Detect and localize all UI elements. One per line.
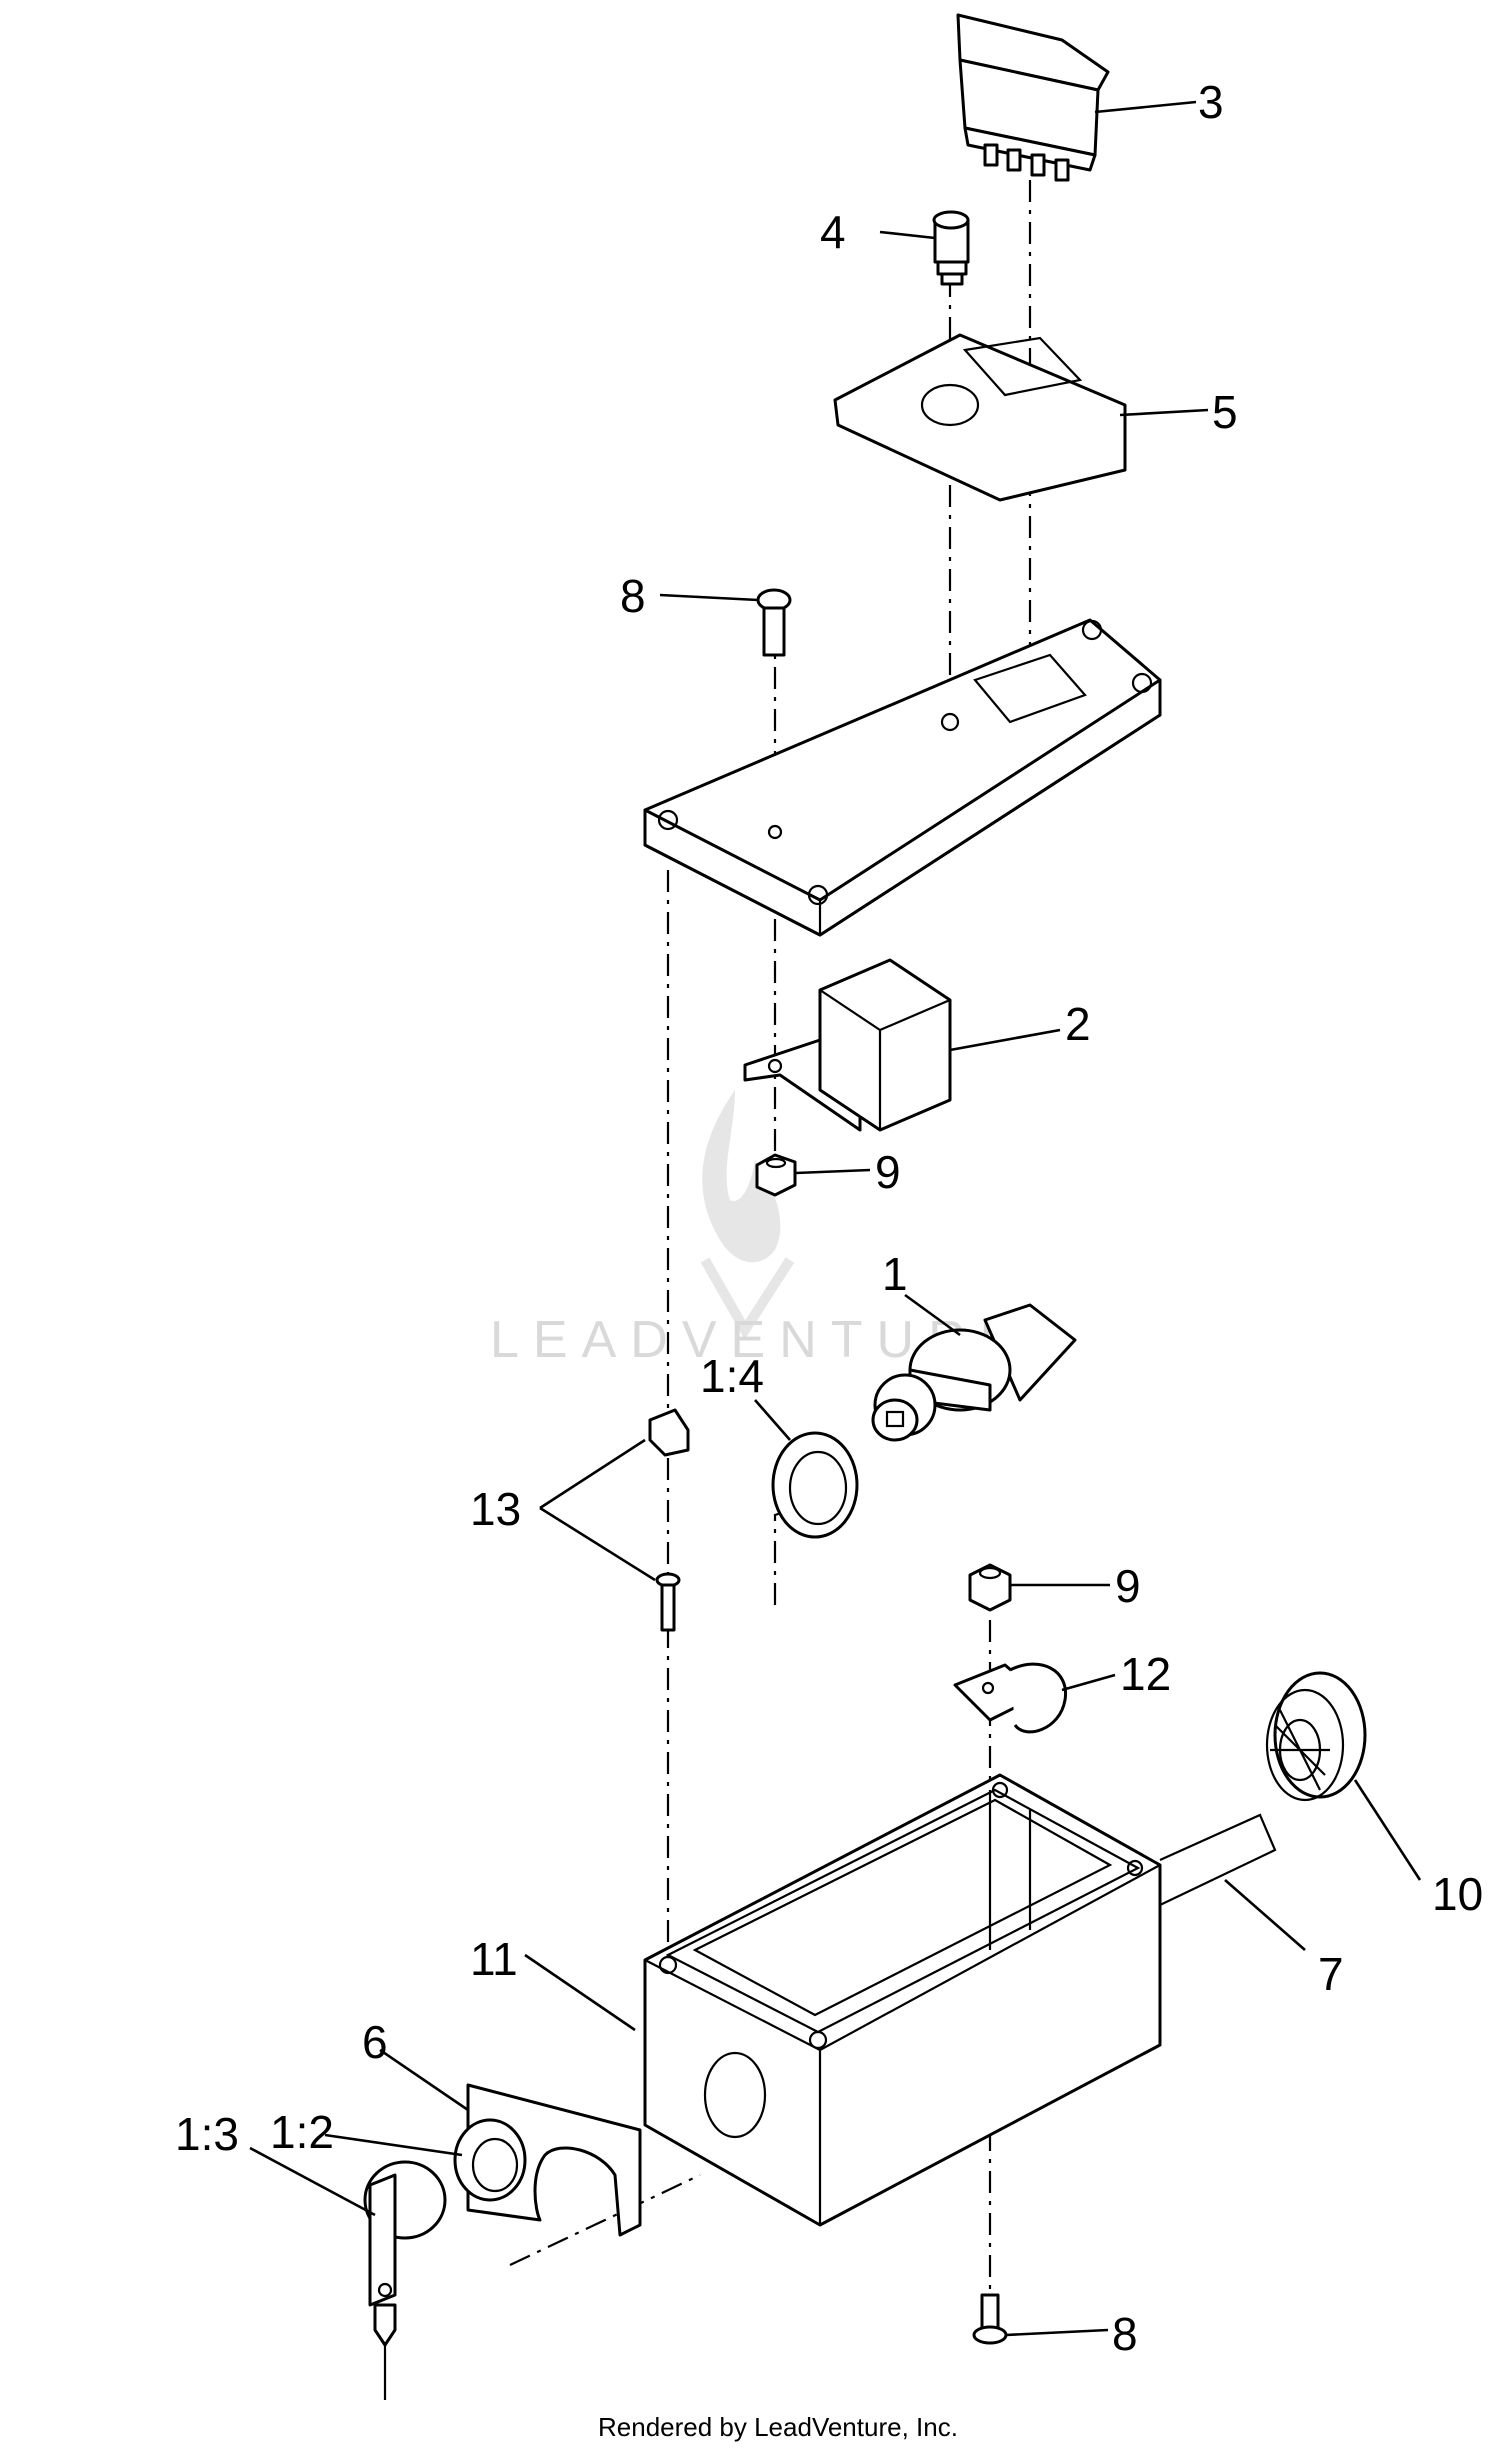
leader-7 [1224, 1879, 1306, 1951]
leader-1-3 [249, 2146, 376, 2217]
screw-top [756, 588, 792, 657]
key-cap [363, 2160, 447, 2400]
relay [743, 958, 952, 1132]
enclosure-box [643, 1773, 1162, 2227]
callout-2: 2 [1065, 998, 1091, 1050]
panel-nut [453, 2118, 527, 2202]
washer [771, 1431, 859, 1539]
leader-13b [539, 1506, 656, 1582]
callout-8-top: 8 [620, 570, 646, 622]
leader-6 [379, 2048, 469, 2112]
callout-10: 10 [1432, 1868, 1483, 1920]
leader-5 [1119, 408, 1209, 417]
callout-7: 7 [1318, 1948, 1344, 2000]
callout-6: 6 [362, 2016, 388, 2068]
axis-front [509, 2174, 701, 2266]
leader-13a [539, 1438, 646, 1510]
callout-labels: 3 4 5 8 2 9 1 1:4 13 9 12 10 7 11 6 1:2 … [175, 76, 1483, 2360]
button-plug [932, 210, 970, 286]
callout-1-4: 1:4 [700, 1350, 764, 1402]
callout-11: 11 [470, 1933, 518, 1985]
cable-clamp [953, 1662, 1067, 1734]
leader-8a [659, 593, 759, 602]
rocker-switch [956, 13, 1110, 182]
leader-lines [249, 100, 1422, 2337]
callout-9-lower: 9 [1115, 1560, 1141, 1612]
callout-5: 5 [1212, 386, 1238, 438]
callout-1: 1 [882, 1248, 908, 1300]
callout-9-upper: 9 [875, 1146, 901, 1198]
mounting-plate [466, 2083, 642, 2237]
leader-1-4 [754, 1399, 791, 1441]
key-switch [871, 1303, 1077, 1442]
nut-lower [968, 1563, 1012, 1612]
watermark-flame-icon [702, 1090, 781, 1263]
grommet [1265, 1671, 1367, 1802]
callout-3: 3 [1198, 76, 1224, 128]
leader-3 [1094, 100, 1197, 114]
leader-1-2 [324, 2133, 463, 2157]
leader-4 [879, 230, 936, 240]
clip-and-screw [648, 1408, 690, 1632]
callout-8-bottom: 8 [1112, 2308, 1138, 2360]
enclosure-lid [643, 618, 1162, 937]
callout-4: 4 [820, 206, 846, 258]
callout-12: 12 [1120, 1648, 1171, 1700]
decal-plate [833, 333, 1127, 502]
leader-1 [904, 1293, 961, 1337]
watermark-v-icon [700, 1257, 795, 1340]
leader-12 [1061, 1673, 1116, 1692]
leader-11 [524, 1953, 636, 2032]
callout-1-3: 1:3 [175, 2108, 239, 2160]
cable-tube [1159, 1813, 1277, 1906]
axis-keyswitch [773, 1498, 821, 1605]
callout-1-2: 1:2 [270, 2106, 334, 2158]
leader-2 [949, 1028, 1061, 1052]
nut-upper [755, 1153, 797, 1197]
leader-9a [795, 1168, 871, 1175]
screw-bottom [972, 2293, 1008, 2345]
leader-8b [1005, 2328, 1109, 2337]
footer-credit: Rendered by LeadVenture, Inc. [598, 2412, 958, 2442]
leader-10 [1353, 1779, 1422, 1881]
callout-13: 13 [470, 1483, 521, 1535]
